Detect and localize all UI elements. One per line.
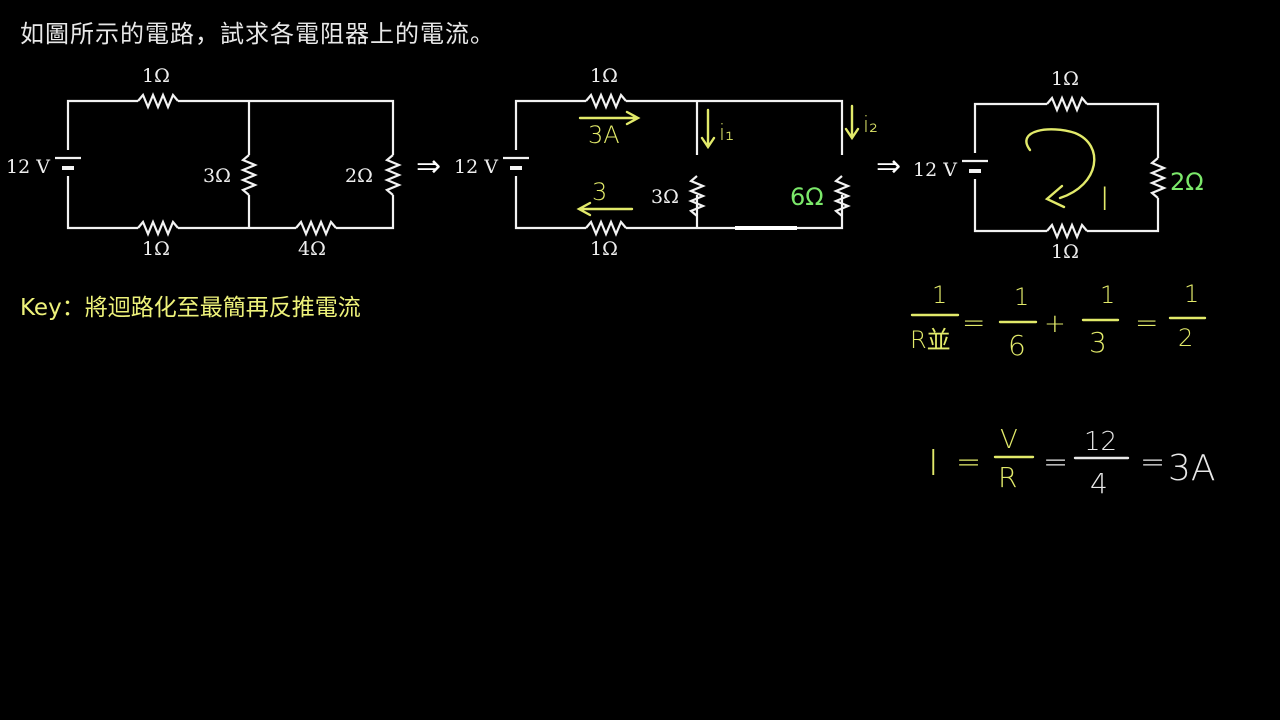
loop-current-arrow-icon — [1025, 128, 1096, 209]
resistor-zigzag — [137, 92, 179, 110]
down-arrow-icon — [844, 104, 860, 141]
equals-sign: = — [1043, 445, 1068, 480]
resistor-label: 1Ω — [142, 65, 170, 87]
resistor-label: 1Ω — [590, 65, 618, 87]
current-annotation: 3 — [592, 178, 607, 206]
resistor-label: 2Ω — [345, 165, 373, 187]
resistor-label: 1Ω — [1051, 241, 1079, 263]
resistor-icon — [137, 219, 179, 237]
resistor-zigzag — [1046, 95, 1088, 113]
implies-arrow-icon: ⇒ — [416, 149, 441, 184]
equation-parallel-resistance: 1 R並 = 1 6 + 1 3 = 1 2 — [910, 280, 1207, 362]
resistor-icon — [688, 175, 706, 217]
resistor-label: 1Ω — [590, 238, 618, 260]
current-annotation: 3A — [588, 121, 620, 149]
equation-ohms-law: I = V R = 12 4 = 3A — [928, 425, 1216, 500]
circuit-3: 12 V 1Ω 1Ω 2Ω I — [913, 68, 1204, 263]
resistor-icon — [137, 92, 179, 110]
equals-sign: = — [962, 306, 985, 339]
fraction-denominator: R並 — [910, 326, 951, 354]
resistor-icon — [1046, 222, 1088, 240]
down-arrow-icon — [700, 108, 716, 150]
resistor-zigzag — [585, 219, 627, 237]
resistor-zigzag — [688, 175, 706, 217]
implies-arrow-icon: ⇒ — [876, 149, 901, 184]
resistor-label: 4Ω — [298, 238, 326, 260]
current-symbol: I — [928, 443, 939, 484]
resistor-icon — [295, 219, 337, 237]
battery-icon — [503, 156, 529, 170]
battery-icon — [962, 159, 988, 173]
fraction-numerator: 12 — [1084, 427, 1117, 457]
current-arrow-icon — [578, 110, 641, 126]
resistor-icon — [585, 219, 627, 237]
equals-sign: = — [1135, 306, 1158, 339]
key-hint: Key：將迴路化至最簡再反推電流 — [20, 295, 361, 321]
resistor-icon — [1046, 95, 1088, 113]
result-value: 3A — [1168, 448, 1216, 489]
battery-icon — [55, 156, 81, 170]
fraction-denominator: 2 — [1178, 324, 1193, 352]
resistor-icon — [384, 154, 402, 196]
fraction-denominator: 6 — [1008, 329, 1026, 362]
voltage-label: 12 V — [913, 159, 957, 181]
fraction-numerator: 1 — [1184, 280, 1199, 308]
resistor-zigzag — [384, 154, 402, 196]
fraction-numerator: 1 — [1014, 283, 1029, 311]
resistor-icon — [240, 154, 258, 196]
circuit-1: 12 V 1Ω 1Ω 4Ω 3Ω 2Ω — [6, 65, 402, 260]
current-i1-label: i₁ — [719, 121, 734, 146]
fraction-denominator: R — [998, 461, 1017, 494]
fraction-numerator: V — [1000, 425, 1018, 455]
resistor-zigzag — [1046, 222, 1088, 240]
resistor-label: 1Ω — [142, 238, 170, 260]
resistor-icon — [1149, 157, 1167, 199]
resistor-zigzag — [295, 219, 337, 237]
resistor-zigzag — [833, 175, 851, 217]
fraction-denominator: 4 — [1090, 467, 1108, 500]
resistor-zigzag — [1149, 157, 1167, 199]
resistor-label: 3Ω — [203, 165, 231, 187]
resistor-label: 1Ω — [1051, 68, 1079, 90]
resistor-label-highlight: 2Ω — [1170, 168, 1204, 196]
voltage-label: 12 V — [454, 156, 498, 178]
resistor-icon — [585, 92, 627, 110]
current-arrow-icon — [576, 201, 634, 217]
problem-title: 如圖所示的電路，試求各電阻器上的電流。 — [20, 20, 495, 48]
resistor-label: 3Ω — [651, 186, 679, 208]
fraction-denominator: 3 — [1089, 326, 1107, 359]
fraction-numerator: 1 — [932, 281, 947, 309]
loop-current-label: I — [1100, 180, 1109, 218]
equals-sign: = — [1140, 445, 1165, 480]
current-i2-label: i₂ — [863, 113, 878, 138]
resistor-zigzag — [137, 219, 179, 237]
plus-sign: + — [1044, 309, 1066, 339]
resistor-zigzag — [585, 92, 627, 110]
circuit-2: 12 V 1Ω 1Ω 3Ω 6Ω 3A 3 i₁ i₂ — [454, 65, 878, 260]
voltage-label: 12 V — [6, 156, 50, 178]
fraction-numerator: 1 — [1100, 281, 1115, 309]
resistor-label-highlight: 6Ω — [790, 183, 824, 211]
equals-sign: = — [956, 445, 981, 480]
resistor-zigzag — [240, 154, 258, 196]
resistor-icon — [833, 175, 851, 217]
